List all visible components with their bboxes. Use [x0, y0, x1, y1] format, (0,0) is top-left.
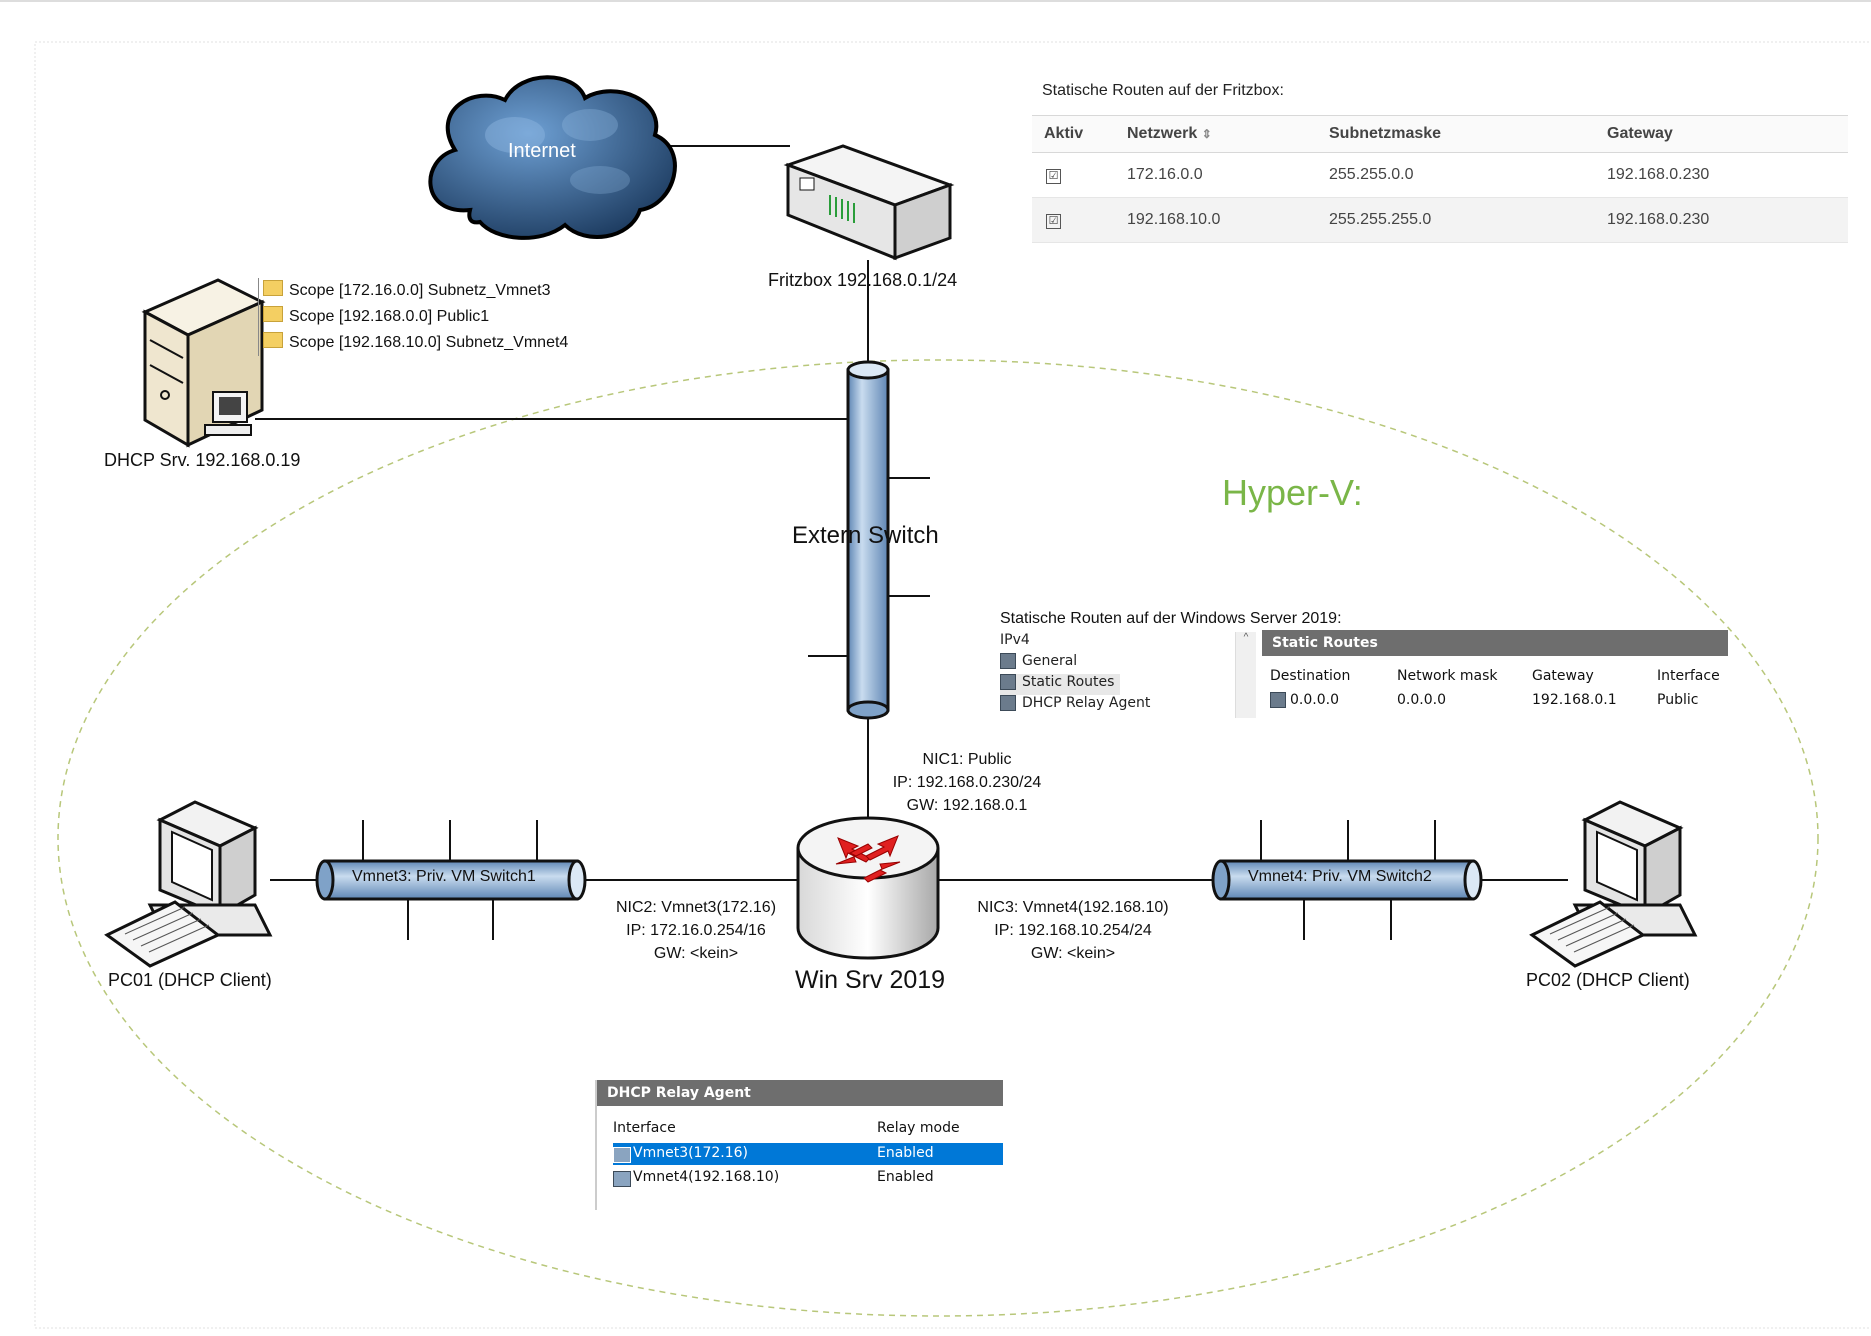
nic1-name: NIC1: Public — [922, 751, 1012, 768]
vmnet4-switch-pipe — [1211, 859, 1483, 901]
vmnet3-switch-label: Vmnet3: Priv. VM Switch1 — [352, 868, 536, 885]
table-row[interactable]: Vmnet4(192.168.10) Enabled — [613, 1167, 1003, 1189]
col-header-netzwerk[interactable]: Netzwerk ⇕ — [1127, 115, 1329, 153]
winsrv-routes-title: Statische Routen auf der Windows Server … — [1000, 610, 1342, 627]
nic2-gw: GW: <kein> — [653, 945, 739, 962]
tree-item-ipv4[interactable]: IPv4 — [1000, 632, 1030, 648]
network-icon — [613, 1171, 631, 1187]
relay-mode: Enabled — [877, 1145, 934, 1161]
fritzbox-routes-table: Aktiv Netzwerk ⇕ Subnetzmaske Gateway ☑ … — [1032, 115, 1848, 243]
pc01-computer-icon — [104, 800, 273, 968]
table-row[interactable]: 0.0.0.0 — [1270, 692, 1339, 708]
route-gateway: 192.168.0.230 — [1607, 197, 1848, 243]
win-srv-label: Win Srv 2019 — [795, 966, 946, 994]
chevron-up-icon[interactable]: ^ — [1243, 632, 1249, 643]
tree-scrollbar[interactable]: ^ — [1235, 632, 1256, 718]
folder-icon — [263, 280, 283, 296]
route-interface: Public — [1657, 692, 1699, 708]
table-row[interactable]: Vmnet3(172.16) Enabled — [613, 1143, 1003, 1165]
pc02-label: PC02 (DHCP Client) — [1526, 970, 1690, 990]
dhcp-server-label: DHCP Srv. 192.168.0.19 — [104, 450, 301, 470]
dhcp-relay-panel: DHCP Relay Agent Interface Relay mode Vm… — [595, 1080, 1003, 1210]
network-icon — [613, 1147, 631, 1163]
server-icon — [1000, 695, 1016, 711]
nic1-gw: GW: 192.168.0.1 — [906, 797, 1028, 814]
scope-item[interactable]: Scope [172.16.0.0] Subnetz_Vmnet3 — [263, 278, 568, 304]
fritzbox-label: Fritzbox 192.168.0.1/24 — [768, 270, 958, 290]
folder-icon — [263, 306, 283, 322]
relay-interface: Vmnet3(172.16) — [633, 1145, 749, 1161]
fritzbox-routes-panel: Statische Routen auf der Fritzbox: Aktiv… — [1032, 80, 1848, 243]
static-routes-header: Static Routes — [1262, 630, 1728, 656]
tree-item-static-routes[interactable]: Static Routes — [1000, 674, 1121, 695]
active-checkbox[interactable]: ☑ — [1046, 214, 1061, 229]
route-mask: 0.0.0.0 — [1397, 692, 1446, 708]
fritzbox-routes-title: Statische Routen auf der Fritzbox: — [1042, 82, 1284, 99]
table-row[interactable]: ☑ 172.16.0.0 255.255.0.0 192.168.0.230 — [1032, 152, 1848, 198]
routing-tree: IPv4 General Static Routes DHCP Relay Ag… — [1000, 632, 1228, 718]
sort-arrows-icon[interactable]: ⇕ — [1201, 127, 1212, 141]
scope-item[interactable]: Scope [192.168.0.0] Public1 — [263, 304, 568, 330]
tree-item-general[interactable]: General — [1000, 653, 1077, 674]
nic2-ip: IP: 172.16.0.254/16 — [626, 922, 766, 939]
col-header-aktiv[interactable]: Aktiv — [1032, 115, 1127, 153]
nic1-info: NIC1: Public IP: 192.168.0.230/24 GW: 19… — [872, 748, 1062, 817]
nic3-ip: IP: 192.168.10.254/24 — [994, 922, 1152, 939]
fritzbox-device-icon — [783, 144, 955, 261]
static-routes-panel: Static Routes Destination Network mask G… — [1262, 630, 1728, 718]
vmnet3-switch-pipe — [315, 859, 587, 901]
nic2-info: NIC2: Vmnet3(172.16) IP: 172.16.0.254/16… — [598, 896, 794, 965]
col-header-relay-mode[interactable]: Relay mode — [877, 1120, 960, 1136]
vmnet4-switch-label: Vmnet4: Priv. VM Switch2 — [1248, 868, 1432, 885]
hyperv-label: Hyper-V: — [1222, 472, 1363, 513]
active-checkbox[interactable]: ☑ — [1046, 169, 1061, 184]
nic2-name: NIC2: Vmnet3(172.16) — [615, 899, 777, 916]
route-network: 172.16.0.0 — [1127, 152, 1329, 198]
canvas-frame — [34, 41, 1871, 1329]
col-header-interface[interactable]: Interface — [1657, 668, 1720, 684]
hyperv-boundary — [57, 359, 1819, 1317]
nic3-info: NIC3: Vmnet4(192.168.10) IP: 192.168.10.… — [962, 896, 1184, 965]
route-network: 192.168.10.0 — [1127, 197, 1329, 243]
dhcp-scope-list: Scope [172.16.0.0] Subnetz_Vmnet3 Scope … — [258, 278, 568, 356]
col-header-gateway[interactable]: Gateway — [1607, 115, 1848, 153]
extern-switch-label: Extern Switch — [792, 522, 939, 549]
server-icon — [1000, 674, 1016, 690]
col-header-subnetzmaske[interactable]: Subnetzmaske — [1329, 115, 1607, 153]
table-header-row: Aktiv Netzwerk ⇕ Subnetzmaske Gateway — [1032, 115, 1848, 153]
table-row[interactable]: ☑ 192.168.10.0 255.255.255.0 192.168.0.2… — [1032, 197, 1848, 243]
folder-icon — [263, 332, 283, 348]
nic3-gw: GW: <kein> — [1030, 945, 1116, 962]
col-header-destination[interactable]: Destination — [1270, 668, 1351, 684]
col-header-network-mask[interactable]: Network mask — [1397, 668, 1498, 684]
route-gateway: 192.168.0.230 — [1607, 152, 1848, 198]
dhcp-server-icon — [141, 278, 266, 448]
route-mask: 255.255.0.0 — [1329, 152, 1607, 198]
route-gateway: 192.168.0.1 — [1532, 692, 1617, 708]
route-mask: 255.255.255.0 — [1329, 197, 1607, 243]
pc02-computer-icon — [1529, 800, 1698, 968]
internet-label: Internet — [508, 140, 576, 162]
col-header-interface[interactable]: Interface — [613, 1120, 676, 1136]
nic3-name: NIC3: Vmnet4(192.168.10) — [977, 899, 1169, 916]
nic1-ip: IP: 192.168.0.230/24 — [892, 774, 1042, 791]
server-icon — [1000, 653, 1016, 669]
internet-cloud-icon — [428, 75, 677, 240]
tree-item-dhcp-relay[interactable]: DHCP Relay Agent — [1000, 695, 1150, 716]
relay-mode: Enabled — [877, 1169, 934, 1185]
relay-interface: Vmnet4(192.168.10) — [633, 1169, 780, 1185]
extern-switch-pipe — [846, 360, 890, 720]
pc01-label: PC01 (DHCP Client) — [108, 970, 272, 990]
dhcp-relay-header: DHCP Relay Agent — [597, 1080, 1003, 1106]
router-icon — [796, 816, 940, 960]
col-header-gateway[interactable]: Gateway — [1532, 668, 1594, 684]
route-icon — [1270, 692, 1286, 708]
scope-item[interactable]: Scope [192.168.10.0] Subnetz_Vmnet4 — [263, 330, 568, 356]
